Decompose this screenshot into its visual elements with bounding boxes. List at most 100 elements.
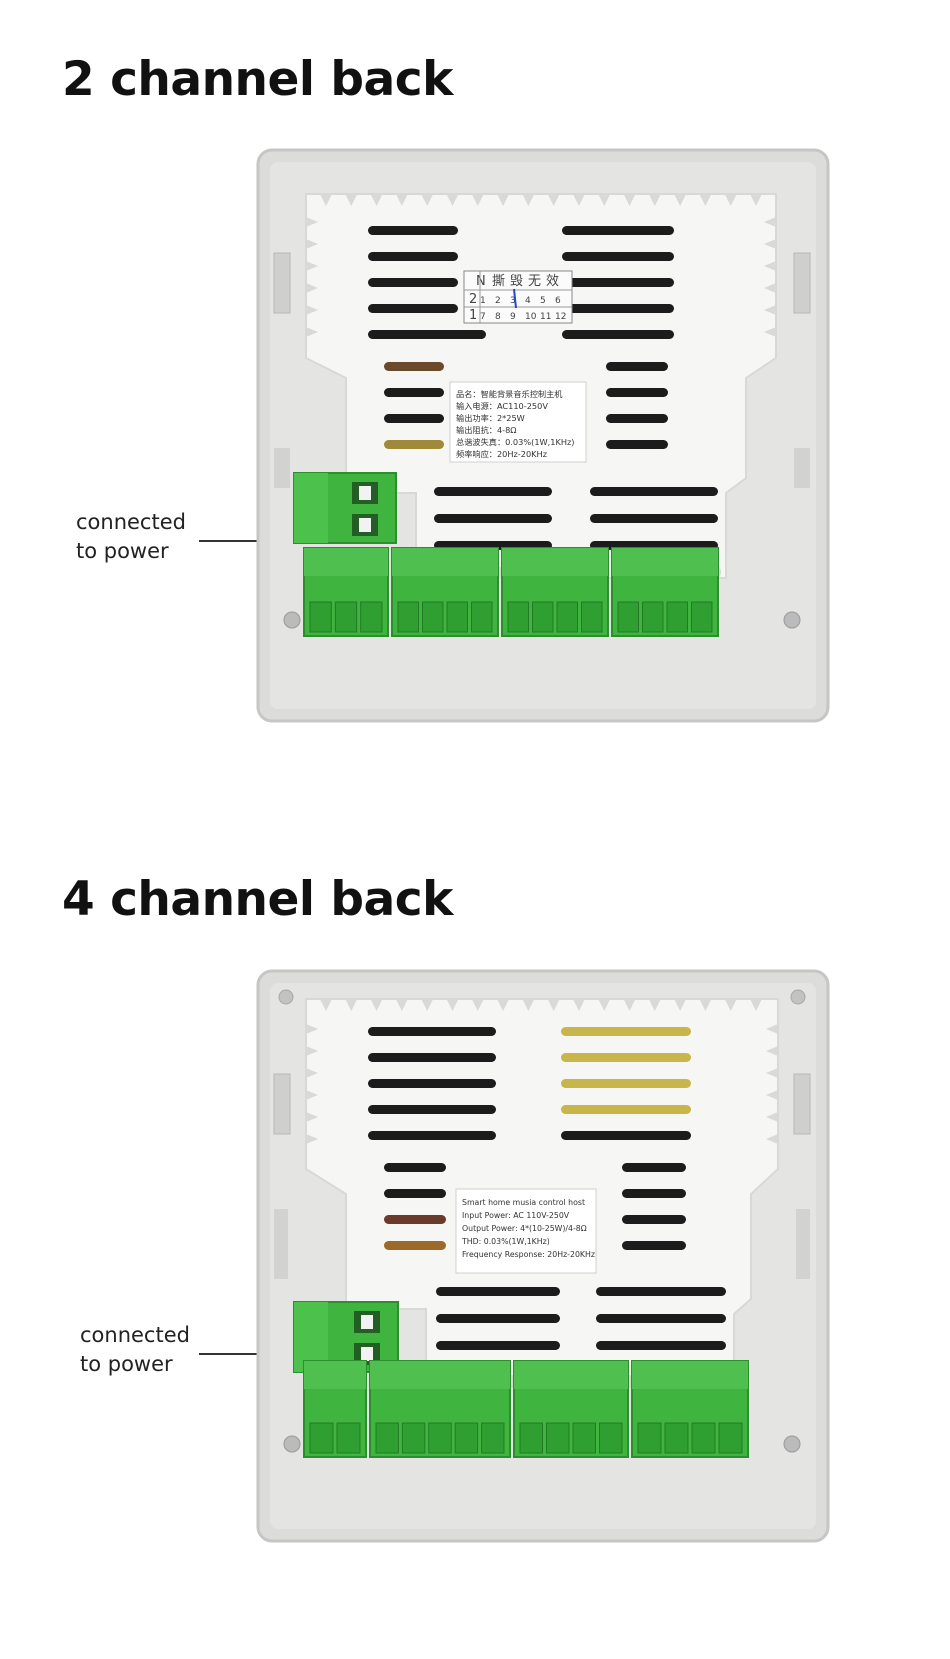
callout-line: connected xyxy=(80,1323,190,1347)
terminal-screw xyxy=(519,1422,543,1454)
notch xyxy=(395,194,408,206)
terminal-top xyxy=(612,548,718,576)
vent-slot xyxy=(561,1053,691,1062)
sticker-line: 输出阻抗：4-8Ω xyxy=(456,425,517,435)
terminal-screw xyxy=(481,1422,505,1454)
notch xyxy=(497,194,510,206)
vent-slot xyxy=(436,1341,560,1350)
vent-slot xyxy=(368,1027,496,1036)
terminal-screw xyxy=(718,1422,743,1454)
terminal-screw xyxy=(599,1422,623,1454)
notch xyxy=(766,1068,778,1078)
notch xyxy=(598,999,611,1011)
vent-slot xyxy=(436,1287,560,1296)
notch xyxy=(306,1068,318,1078)
notch xyxy=(306,305,318,315)
power-terminal xyxy=(293,472,397,544)
void-cell: 1 xyxy=(480,296,486,306)
void-cell: 9 xyxy=(510,312,516,322)
terminal-screw xyxy=(454,1422,479,1454)
terminal-screw xyxy=(532,601,554,633)
sticker-line: Frequency Response: 20Hz-20KHz xyxy=(462,1250,595,1259)
vent-slot xyxy=(606,440,668,449)
void-cell: 7 xyxy=(480,312,486,322)
vent-slot xyxy=(368,1105,496,1114)
notch xyxy=(766,1090,778,1100)
vent-slot xyxy=(561,1105,691,1114)
terminal-screw xyxy=(617,601,639,633)
terminal-screw xyxy=(309,1422,334,1454)
vent-slot xyxy=(384,388,444,397)
notch xyxy=(320,194,332,206)
notch xyxy=(471,999,484,1011)
terminal-screw xyxy=(397,601,419,633)
void-header-cell: 撕 xyxy=(492,274,505,289)
void-cell: 6 xyxy=(555,296,561,306)
notch xyxy=(547,194,560,206)
section-title-4ch: 4 channel back xyxy=(62,872,453,927)
notch xyxy=(306,1024,318,1034)
vent-slot xyxy=(384,1241,446,1250)
notch xyxy=(766,1112,778,1122)
notch xyxy=(522,194,535,206)
void-cell: 3 xyxy=(510,296,516,306)
void-cell: 5 xyxy=(540,296,546,306)
vent-slot xyxy=(561,1131,691,1140)
terminal-screw xyxy=(691,601,713,633)
void-cell: 12 xyxy=(555,312,566,322)
notch xyxy=(699,999,712,1011)
terminal-screw xyxy=(581,601,603,633)
notch xyxy=(547,999,560,1011)
notch xyxy=(306,1046,318,1056)
notch xyxy=(395,999,408,1011)
notch xyxy=(306,1134,318,1144)
notch xyxy=(764,305,776,315)
notch xyxy=(306,239,318,249)
callout-line: to power xyxy=(80,1352,173,1376)
terminal-screw xyxy=(471,601,493,633)
notch xyxy=(421,194,434,206)
notch xyxy=(699,194,712,206)
void-header-cell: 效 xyxy=(546,274,559,289)
notch xyxy=(764,327,776,337)
terminal-screw xyxy=(375,1422,399,1454)
power-callout-4ch: connected to power xyxy=(80,1321,190,1379)
vent-slot xyxy=(622,1241,686,1250)
vent-slot xyxy=(368,1131,496,1140)
vent-slot xyxy=(384,1163,446,1172)
vent-slots xyxy=(368,1027,726,1350)
notch xyxy=(623,194,636,206)
notch xyxy=(446,194,459,206)
notch xyxy=(320,999,332,1011)
terminal-screw xyxy=(556,601,578,633)
notch xyxy=(764,217,776,227)
notch xyxy=(724,194,737,206)
vent-slot xyxy=(562,330,674,339)
sticker-line: Output Power: 4*(10-25W)/4-8Ω xyxy=(462,1224,587,1233)
vent-slot xyxy=(606,388,668,397)
notch xyxy=(497,999,510,1011)
notch xyxy=(345,999,358,1011)
vent-slot xyxy=(384,1215,446,1224)
notch xyxy=(370,999,383,1011)
terminal-top xyxy=(514,1361,628,1389)
vent-slot xyxy=(368,226,458,235)
vent-slot xyxy=(434,514,552,523)
notch xyxy=(471,194,484,206)
void-cell: 1 xyxy=(469,308,477,323)
notch xyxy=(648,999,661,1011)
notch xyxy=(345,194,358,206)
terminal-screw xyxy=(642,601,664,633)
void-header-cell: 毁 xyxy=(510,274,523,289)
terminal-top xyxy=(304,548,388,576)
vent-slot xyxy=(562,304,674,313)
terminal-screw xyxy=(334,601,358,633)
sticker-line: 输入电源：AC110-250V xyxy=(456,401,548,411)
notch xyxy=(674,999,687,1011)
notch xyxy=(764,283,776,293)
notch xyxy=(674,194,687,206)
sticker-line: 输出功率：2*25W xyxy=(456,413,525,423)
speaker-terminal-blocks xyxy=(303,547,719,637)
